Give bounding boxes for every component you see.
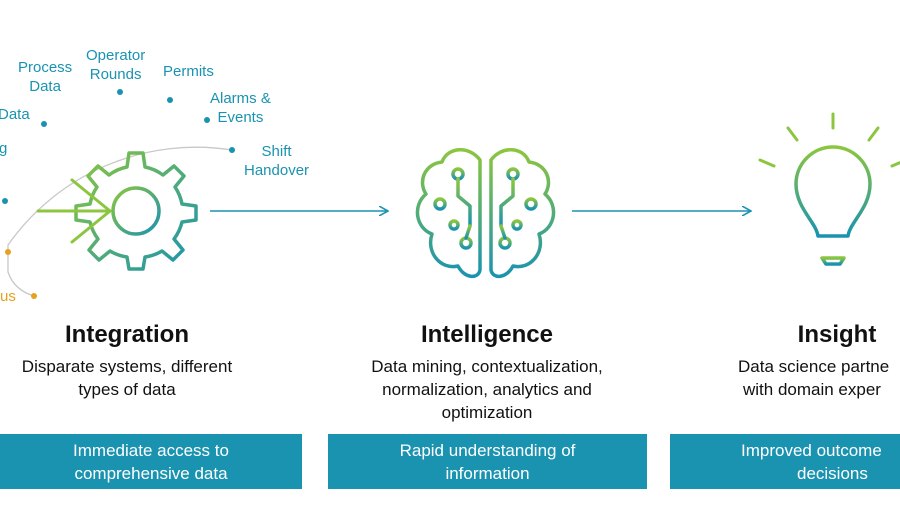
stage-desc-integration: Disparate systems, different types of da… [21, 357, 233, 399]
source-label-process-data: Process Data [18, 59, 73, 95]
source-label-shift-handover: Shift Handover [244, 143, 310, 179]
lightbulb-rays [758, 112, 900, 168]
stage-desc-intelligence: Data mining, contextualization, normaliz… [371, 357, 603, 422]
stage-title-integration: Integration [65, 321, 189, 348]
arc-dot [167, 97, 173, 103]
arc-dot [2, 198, 8, 204]
source-label-alarms-events: Alarms & Events [210, 90, 271, 126]
source-label-partial-data: Data [0, 106, 30, 123]
source-label-operator-rounds: Operator Rounds [86, 47, 146, 83]
arc-dot [41, 121, 47, 127]
banner-integration: Immediate access to comprehensive data [0, 434, 302, 489]
input-arrows [36, 178, 112, 244]
arc-dot [204, 117, 210, 123]
arc-dot [117, 89, 123, 95]
arc-dot [5, 249, 11, 255]
source-label-partial-g: g [0, 140, 8, 157]
data-source-arc [7, 146, 233, 297]
banner-insight: Improved outcome decisions [670, 434, 900, 489]
source-label-partial-us: us [0, 288, 16, 305]
lightbulb-icon [794, 145, 872, 266]
stage-title-insight: Insight [797, 321, 877, 348]
arc-dots [2, 89, 235, 299]
source-label-permits: Permits [163, 63, 214, 80]
stage-title-intelligence: Intelligence [420, 321, 554, 348]
arc-dot [31, 293, 37, 299]
banner-intelligence: Rapid understanding of information [328, 434, 647, 489]
arc-dot [229, 147, 235, 153]
stage-desc-insight: Data science partne with domain exper [738, 357, 890, 399]
brain-circuit-icon [415, 148, 556, 279]
gear-icon [74, 151, 198, 271]
